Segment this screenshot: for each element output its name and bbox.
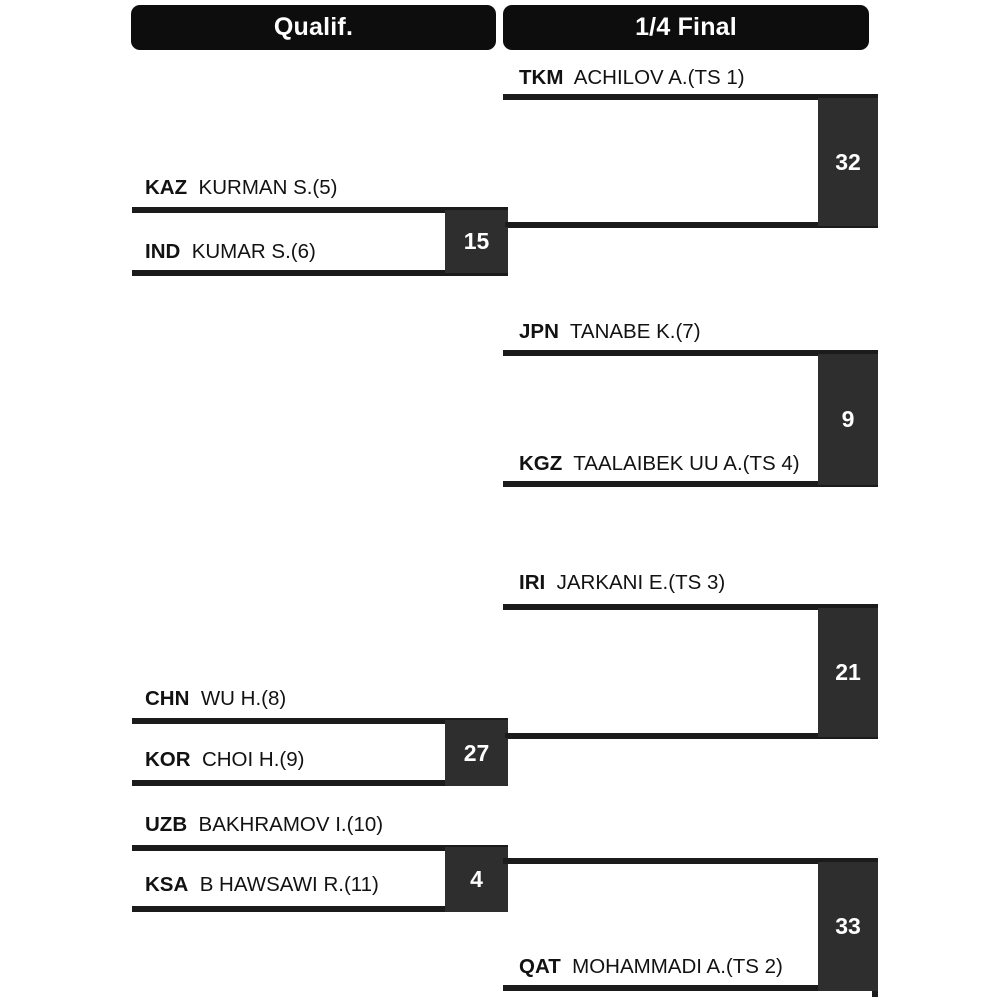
- score-box-qf2[interactable]: 9: [818, 354, 878, 485]
- competitor-qf4-bottom[interactable]: QAT MOHAMMADI A.(TS 2): [519, 955, 783, 979]
- noc-code: QAT: [519, 955, 567, 978]
- athlete-name: CHOI H.(9): [201, 748, 305, 771]
- athlete-name: TANABE K.(7): [569, 320, 701, 343]
- score-box-qf4[interactable]: 33: [818, 862, 878, 991]
- match-rail-q1-top: [132, 207, 508, 213]
- competitor-q3-bottom[interactable]: KSA B HAWSAWI R.(11): [145, 873, 379, 897]
- match-rail-qf1-top: [503, 94, 878, 100]
- athlete-name: ACHILOV A.(TS 1): [573, 66, 745, 89]
- noc-code: IRI: [519, 571, 551, 594]
- competitor-q2-top[interactable]: CHN WU H.(8): [145, 687, 286, 711]
- athlete-name: BAKHRAMOV I.(10): [198, 813, 384, 836]
- noc-code: CHN: [145, 687, 196, 710]
- athlete-name: TAALAIBEK UU A.(TS 4): [573, 452, 800, 475]
- match-rail-qf3-top: [503, 604, 878, 610]
- connector-q2-to-qf3: [505, 733, 521, 738]
- noc-code: KAZ: [145, 176, 193, 199]
- match-rail-qf4-top: [503, 858, 878, 864]
- athlete-name: MOHAMMADI A.(TS 2): [572, 955, 783, 978]
- noc-code: TKM: [519, 66, 570, 89]
- athlete-name: WU H.(8): [200, 687, 287, 710]
- match-rail-qf2-bottom: [503, 481, 878, 487]
- match-rail-q2-bottom: [132, 780, 508, 786]
- competitor-qf2-top[interactable]: JPN TANABE K.(7): [519, 320, 701, 344]
- score-box-qf1[interactable]: 32: [818, 98, 878, 226]
- match-rail-q2-top: [132, 718, 508, 724]
- competitor-q3-top[interactable]: UZB BAKHRAMOV I.(10): [145, 813, 383, 837]
- match-rail-qf2-top: [503, 350, 878, 356]
- round-header-qualif: Qualif.: [131, 5, 496, 50]
- match-rail-qf4-bottom: [503, 985, 878, 991]
- match-rail-qf1-bottom: [503, 222, 878, 228]
- competitor-qf1-top[interactable]: TKM ACHILOV A.(TS 1): [519, 66, 745, 90]
- match-rail-q3-bottom: [132, 906, 508, 912]
- connector-q1-to-qf1: [505, 222, 521, 227]
- noc-code: KOR: [145, 748, 197, 771]
- competitor-q2-bottom[interactable]: KOR CHOI H.(9): [145, 748, 304, 772]
- noc-code: KGZ: [519, 452, 568, 475]
- noc-code: KSA: [145, 873, 194, 896]
- noc-code: UZB: [145, 813, 193, 836]
- competitor-qf3-top[interactable]: IRI JARKANI E.(TS 3): [519, 571, 725, 595]
- match-rail-q1-bottom: [132, 270, 508, 276]
- score-box-q3[interactable]: 4: [445, 847, 508, 912]
- noc-code: JPN: [519, 320, 565, 343]
- match-rail-qf3-bottom: [503, 733, 878, 739]
- athlete-name: KURMAN S.(5): [198, 176, 338, 199]
- athlete-name: JARKANI E.(TS 3): [556, 571, 726, 594]
- score-box-q1[interactable]: 15: [445, 210, 508, 273]
- competitor-qf2-bottom[interactable]: KGZ TAALAIBEK UU A.(TS 4): [519, 452, 800, 476]
- noc-code: IND: [145, 240, 186, 263]
- score-box-q2[interactable]: 27: [445, 720, 508, 786]
- score-box-qf3[interactable]: 21: [818, 608, 878, 737]
- competitor-q1-top[interactable]: KAZ KURMAN S.(5): [145, 176, 338, 200]
- athlete-name: KUMAR S.(6): [191, 240, 316, 263]
- match-rail-q3-top: [132, 845, 508, 851]
- athlete-name: B HAWSAWI R.(11): [199, 873, 379, 896]
- competitor-q1-bottom[interactable]: IND KUMAR S.(6): [145, 240, 316, 264]
- round-header-quarter-final: 1/4 Final: [503, 5, 869, 50]
